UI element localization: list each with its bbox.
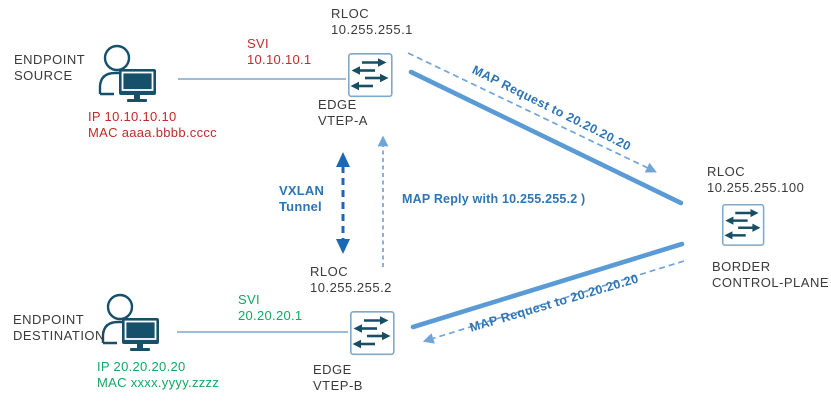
border-rloc-line1: RLOC — [707, 164, 746, 179]
endpoint-source-label: ENDPOINT SOURCE — [14, 52, 85, 84]
vtep-b-switch-icon — [350, 311, 395, 356]
border-name-line1: BORDER — [712, 259, 771, 274]
border-switch-icon — [722, 204, 765, 246]
border-rloc-line2: 10.255.255.100 — [707, 180, 805, 195]
endpoint-source-host-icon — [98, 44, 156, 102]
svi-b-line1: SVI — [238, 292, 260, 307]
svi-a-line1: SVI — [247, 36, 269, 51]
border-name-line2: CONTROL-PLANE — [712, 275, 830, 290]
source-ip-mac-label: IP 10.10.10.10 MAC aaaa.bbbb.cccc — [88, 109, 217, 141]
vxlan-line1: VXLAN — [279, 183, 325, 198]
top-solid-link — [408, 69, 684, 206]
map-request-bottom-dashed-arrow — [422, 260, 685, 344]
rloc-b-label: RLOC 10.255.255.2 — [310, 264, 392, 296]
destination-ip-mac-label: IP 20.20.20.20 MAC xxxx.yyyy.zzzz — [97, 359, 219, 391]
vxlan-tunnel-label: VXLAN Tunnel — [279, 183, 324, 215]
destination-ip: IP 20.20.20.20 — [97, 359, 186, 374]
endpoint-destination-host-icon — [101, 293, 159, 351]
destination-mac: MAC xxxx.yyyy.zzzz — [97, 375, 220, 390]
endpoint-source-line2: SOURCE — [14, 68, 73, 83]
svi-b-label: SVI 20.20.20.1 — [238, 292, 302, 324]
vtep-b-name-line2: VTEP-B — [313, 378, 363, 393]
endpoint-destination-line2: DESTINATION — [13, 328, 105, 343]
source-ip: IP 10.10.10.10 — [88, 109, 177, 124]
map-reply-label: MAP Reply with 10.255.255.2 ) — [402, 192, 586, 206]
vtep-a-rloc-line2: 10.255.255.1 — [331, 22, 413, 37]
map-request-top-dashed-arrow — [407, 52, 657, 173]
border-name-label: BORDER CONTROL-PLANE — [712, 259, 829, 291]
endpoint-source-line1: ENDPOINT — [14, 52, 86, 67]
endpoint-destination-label: ENDPOINT DESTINATION — [13, 312, 105, 344]
vtep-a-name-line2: VTEP-A — [318, 113, 368, 128]
vxlan-tunnel-double-arrow — [336, 152, 350, 254]
source-mac: MAC aaaa.bbbb.cccc — [88, 125, 217, 140]
endpoint-destination-line1: ENDPOINT — [13, 312, 85, 327]
bottom-solid-link — [410, 241, 685, 330]
rloc-b-line2: 10.255.255.2 — [310, 280, 392, 295]
vtep-a-rloc-line1: RLOC — [331, 6, 370, 21]
vtep-a-name-line1: EDGE — [318, 97, 357, 112]
vtep-a-rloc-label: RLOC 10.255.255.1 — [331, 6, 413, 38]
border-rloc-label: RLOC 10.255.255.100 — [707, 164, 804, 196]
vtep-a-name-label: EDGE VTEP-A — [318, 97, 368, 129]
svi-b-line2: 20.20.20.1 — [238, 308, 303, 323]
svi-a-line2: 10.10.10.1 — [247, 52, 312, 67]
vtep-a-switch-icon — [348, 53, 393, 98]
vxlan-line2: Tunnel — [279, 199, 322, 214]
rloc-b-line1: RLOC — [310, 264, 349, 279]
vtep-b-name-label: EDGE VTEP-B — [313, 362, 363, 394]
vtep-b-name-line1: EDGE — [313, 362, 352, 377]
svi-a-label: SVI 10.10.10.1 — [247, 36, 311, 68]
